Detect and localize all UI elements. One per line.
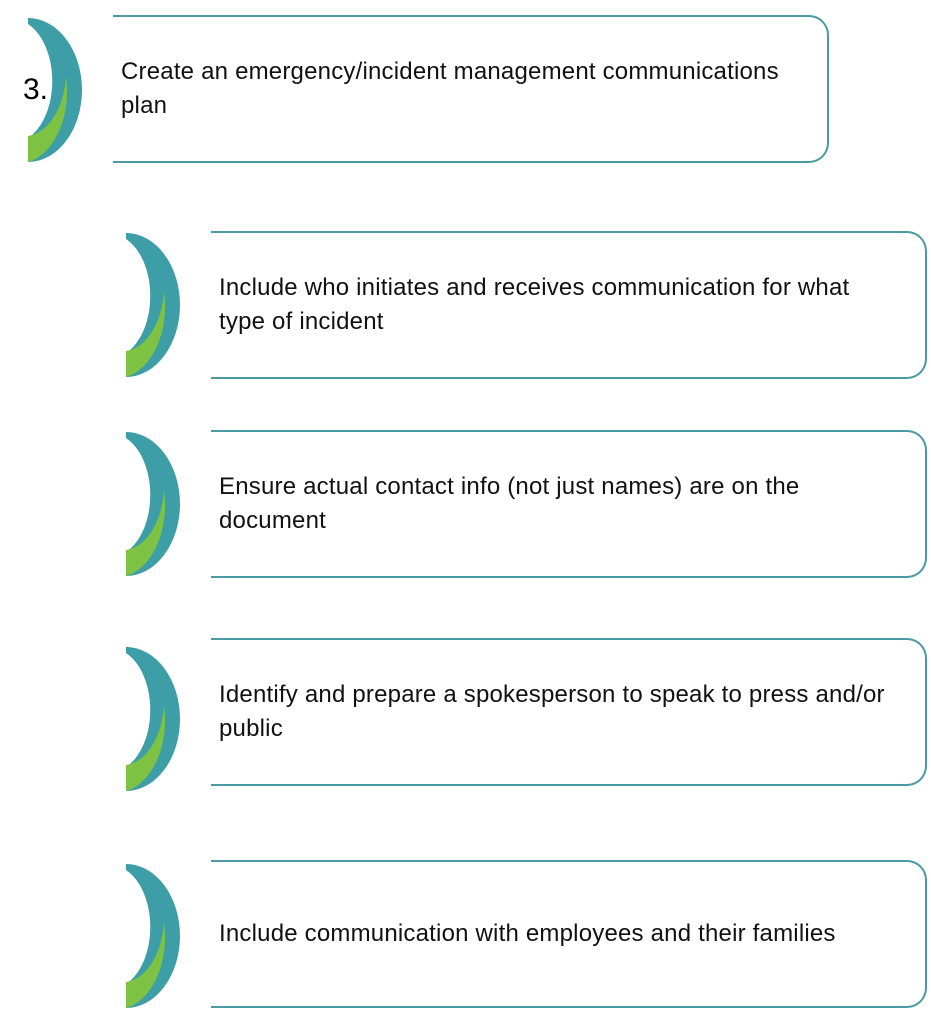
sub-step-box: Ensure actual contact info (not just nam… — [211, 430, 927, 578]
main-arc-icon — [26, 16, 86, 164]
main-step-text: Create an emergency/incident management … — [121, 58, 779, 119]
sub-step-text: Include who initiates and receives commu… — [219, 274, 850, 335]
sub-step-arc-icon — [124, 862, 184, 1010]
main-step-box: Create an emergency/incident management … — [113, 15, 829, 163]
sub-step-arc-icon — [124, 430, 184, 578]
sub-step-arc-icon — [124, 231, 184, 379]
sub-step-text: Include communication with employees and… — [219, 920, 836, 947]
sub-step-arc-icon — [124, 645, 184, 793]
sub-step-text: Ensure actual contact info (not just nam… — [219, 473, 800, 534]
step-number: 3. — [23, 73, 49, 106]
sub-step-box: Include communication with employees and… — [211, 860, 927, 1008]
sub-step-box: Identify and prepare a spokesperson to s… — [211, 638, 927, 786]
sub-step-text: Identify and prepare a spokesperson to s… — [219, 681, 885, 742]
sub-step-box: Include who initiates and receives commu… — [211, 231, 927, 379]
